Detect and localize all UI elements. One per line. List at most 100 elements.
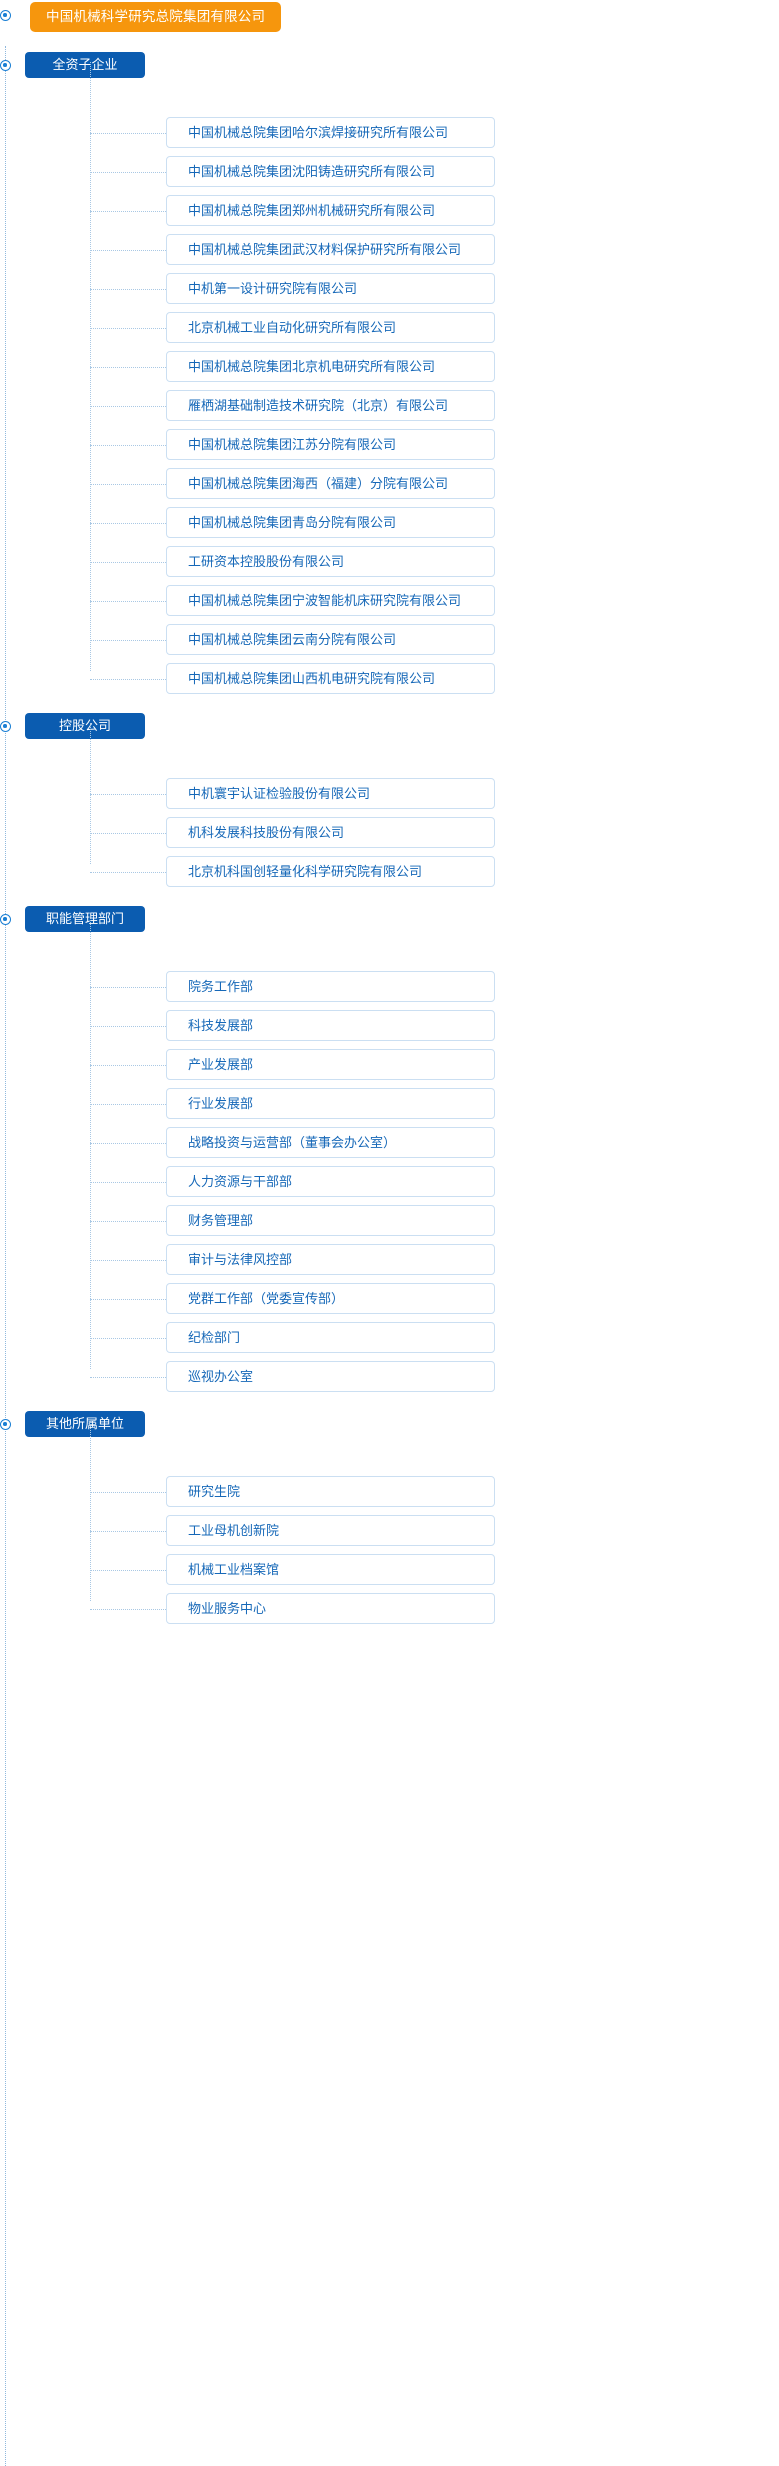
org-item-box[interactable]: 中国机械总院集团宁波智能机床研究院有限公司 [166, 585, 495, 616]
org-item-box[interactable]: 中机寰宇认证检验股份有限公司 [166, 778, 495, 809]
org-item-row: 中国机械总院集团哈尔滨焊接研究所有限公司 [0, 114, 779, 153]
org-item-box[interactable]: 科技发展部 [166, 1010, 495, 1041]
org-item-box[interactable]: 中国机械总院集团沈阳铸造研究所有限公司 [166, 156, 495, 187]
org-item-row: 中国机械总院集团山西机电研究院有限公司 [0, 660, 779, 699]
org-item-box[interactable]: 行业发展部 [166, 1088, 495, 1119]
section-items: 中机寰宇认证检验股份有限公司机科发展科技股份有限公司北京机科国创轻量化科学研究院… [0, 723, 779, 902]
sections-container: 全资子企业中国机械总院集团哈尔滨焊接研究所有限公司中国机械总院集团沈阳铸造研究所… [0, 48, 779, 1639]
org-item-row: 机科发展科技股份有限公司 [0, 814, 779, 853]
org-item-row: 中机寰宇认证检验股份有限公司 [0, 775, 779, 814]
item-horizontal-connector [90, 1570, 166, 1571]
org-item-row: 北京机科国创轻量化科学研究院有限公司 [0, 853, 779, 892]
org-item-box[interactable]: 机械工业档案馆 [166, 1554, 495, 1585]
org-item-row: 中国机械总院集团北京机电研究所有限公司 [0, 348, 779, 387]
item-horizontal-connector [90, 1065, 166, 1066]
org-item-box[interactable]: 审计与法律风控部 [166, 1244, 495, 1275]
item-horizontal-connector [90, 172, 166, 173]
org-item-box[interactable]: 北京机科国创轻量化科学研究院有限公司 [166, 856, 495, 887]
org-item-box[interactable]: 中国机械总院集团北京机电研究所有限公司 [166, 351, 495, 382]
item-horizontal-connector [90, 367, 166, 368]
org-item-row: 中国机械总院集团武汉材料保护研究所有限公司 [0, 231, 779, 270]
item-horizontal-connector [90, 1143, 166, 1144]
org-item-box[interactable]: 北京机械工业自动化研究所有限公司 [166, 312, 495, 343]
org-item-row: 北京机械工业自动化研究所有限公司 [0, 309, 779, 348]
org-item-box[interactable]: 中国机械总院集团江苏分院有限公司 [166, 429, 495, 460]
main-vertical-connector [5, 46, 6, 2466]
section-label-1[interactable]: 控股公司 [25, 713, 145, 739]
org-item-box[interactable]: 中国机械总院集团海西（福建）分院有限公司 [166, 468, 495, 499]
item-horizontal-connector [90, 1299, 166, 1300]
org-item-box[interactable]: 物业服务中心 [166, 1593, 495, 1624]
item-horizontal-connector [90, 1609, 166, 1610]
item-horizontal-connector [90, 1377, 166, 1378]
org-item-box[interactable]: 产业发展部 [166, 1049, 495, 1080]
item-horizontal-connector [90, 987, 166, 988]
org-item-box[interactable]: 工业母机创新院 [166, 1515, 495, 1546]
org-item-box[interactable]: 纪检部门 [166, 1322, 495, 1353]
root-node-row: 中国机械科学研究总院集团有限公司 [0, 0, 779, 48]
item-horizontal-connector [90, 601, 166, 602]
org-item-box[interactable]: 中国机械总院集团山西机电研究院有限公司 [166, 663, 495, 694]
branch-vertical-connector [90, 723, 91, 864]
org-item-row: 行业发展部 [0, 1085, 779, 1124]
org-item-box[interactable]: 中国机械总院集团云南分院有限公司 [166, 624, 495, 655]
org-item-box[interactable]: 中机第一设计研究院有限公司 [166, 273, 495, 304]
org-item-box[interactable]: 中国机械总院集团郑州机械研究所有限公司 [166, 195, 495, 226]
org-item-row: 巡视办公室 [0, 1358, 779, 1397]
org-item-box[interactable]: 人力资源与干部部 [166, 1166, 495, 1197]
section-header-row: 其他所属单位 [0, 1407, 779, 1451]
org-item-box[interactable]: 工研资本控股股份有限公司 [166, 546, 495, 577]
item-horizontal-connector [90, 1338, 166, 1339]
section-label-3[interactable]: 其他所属单位 [25, 1411, 145, 1437]
org-item-box[interactable]: 中国机械总院集团青岛分院有限公司 [166, 507, 495, 538]
org-item-box[interactable]: 研究生院 [166, 1476, 495, 1507]
item-horizontal-connector [90, 794, 166, 795]
item-horizontal-connector [90, 1104, 166, 1105]
org-item-row: 机械工业档案馆 [0, 1551, 779, 1590]
org-item-box[interactable]: 中国机械总院集团武汉材料保护研究所有限公司 [166, 234, 495, 265]
section-items: 院务工作部科技发展部产业发展部行业发展部战略投资与运营部（董事会办公室） 人力资源… [0, 916, 779, 1407]
item-horizontal-connector [90, 1492, 166, 1493]
section-items: 研究生院工业母机创新院机械工业档案馆物业服务中心 [0, 1421, 779, 1639]
org-section: 其他所属单位研究生院工业母机创新院机械工业档案馆物业服务中心 [0, 1407, 779, 1639]
org-item-box[interactable]: 财务管理部 [166, 1205, 495, 1236]
org-item-box[interactable]: 党群工作部（党委宣传部） [166, 1283, 495, 1314]
item-horizontal-connector [90, 833, 166, 834]
org-item-row: 战略投资与运营部（董事会办公室） [0, 1124, 779, 1163]
org-item-row: 中国机械总院集团沈阳铸造研究所有限公司 [0, 153, 779, 192]
org-item-row: 科技发展部 [0, 1007, 779, 1046]
items-top-spacer [0, 954, 779, 968]
org-section: 控股公司中机寰宇认证检验股份有限公司机科发展科技股份有限公司北京机科国创轻量化科… [0, 709, 779, 902]
item-horizontal-connector [90, 1026, 166, 1027]
item-horizontal-connector [90, 445, 166, 446]
org-item-box[interactable]: 战略投资与运营部（董事会办公室） [166, 1127, 495, 1158]
org-item-row: 物业服务中心 [0, 1590, 779, 1629]
org-item-box[interactable]: 院务工作部 [166, 971, 495, 1002]
item-horizontal-connector [90, 328, 166, 329]
item-horizontal-connector [90, 1260, 166, 1261]
org-item-row: 财务管理部 [0, 1202, 779, 1241]
item-horizontal-connector [90, 406, 166, 407]
org-item-box[interactable]: 雁栖湖基础制造技术研究院（北京）有限公司 [166, 390, 495, 421]
org-item-box[interactable]: 巡视办公室 [166, 1361, 495, 1392]
org-item-row: 人力资源与干部部 [0, 1163, 779, 1202]
section-node-marker-icon [0, 914, 11, 925]
org-item-row: 中国机械总院集团青岛分院有限公司 [0, 504, 779, 543]
item-horizontal-connector [90, 872, 166, 873]
org-item-box[interactable]: 机科发展科技股份有限公司 [166, 817, 495, 848]
items-top-spacer [0, 100, 779, 114]
branch-vertical-connector [90, 1421, 91, 1601]
branch-vertical-connector [90, 62, 91, 671]
section-label-2[interactable]: 职能管理部门 [25, 906, 145, 932]
root-company-node[interactable]: 中国机械科学研究总院集团有限公司 [30, 2, 282, 32]
org-item-row: 雁栖湖基础制造技术研究院（北京）有限公司 [0, 387, 779, 426]
section-label-0[interactable]: 全资子企业 [25, 52, 145, 78]
branch-vertical-connector [90, 916, 91, 1369]
item-horizontal-connector [90, 289, 166, 290]
org-item-row: 院务工作部 [0, 968, 779, 1007]
section-header-row: 控股公司 [0, 709, 779, 753]
item-horizontal-connector [90, 1182, 166, 1183]
org-item-row: 工研资本控股股份有限公司 [0, 543, 779, 582]
org-item-box[interactable]: 中国机械总院集团哈尔滨焊接研究所有限公司 [166, 117, 495, 148]
